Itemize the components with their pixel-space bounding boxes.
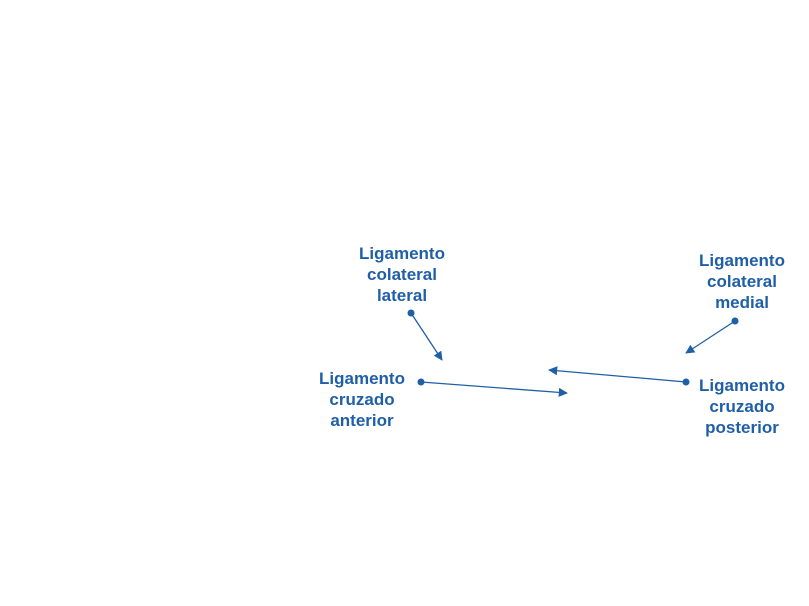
leader-line-anterior-cruciate	[420, 381, 568, 397]
label-lateral-collateral-ligament: Ligamento colateral lateral	[342, 243, 462, 306]
label-line: lateral	[376, 286, 428, 305]
label-line: medial	[715, 293, 769, 312]
label-posterior-cruciate-ligament: Ligamento cruzado posterior	[682, 375, 802, 438]
label-medial-collateral-ligament: Ligamento colateral medial	[682, 250, 802, 313]
label-line: Ligamento	[699, 376, 785, 395]
label-line: colateral	[367, 265, 437, 284]
leader-medial-collateral	[685, 317, 739, 354]
label-line: Ligamento	[699, 251, 785, 270]
label-line: colateral	[707, 272, 777, 291]
label-anterior-cruciate-ligament: Ligamento cruzado anterior	[302, 368, 422, 431]
label-line: cruzado	[709, 397, 775, 416]
label-line: posterior	[705, 418, 779, 437]
leader-dot-medial-collateral	[731, 317, 739, 325]
leader-lateral-collateral	[407, 309, 443, 361]
leader-dot-lateral-collateral	[407, 309, 415, 317]
leader-line-posterior-cruciate	[548, 366, 687, 383]
leader-dot-posterior-cruciate	[682, 378, 690, 386]
label-line: anterior	[330, 411, 394, 430]
leader-line-lateral-collateral	[410, 312, 443, 361]
leader-line-medial-collateral	[685, 320, 736, 354]
leader-anterior-cruciate	[417, 378, 568, 397]
label-line: Ligamento	[359, 244, 445, 263]
label-line: cruzado	[329, 390, 395, 409]
leader-dot-anterior-cruciate	[417, 378, 425, 386]
label-line: Ligamento	[319, 369, 405, 388]
leader-posterior-cruciate	[548, 366, 690, 386]
